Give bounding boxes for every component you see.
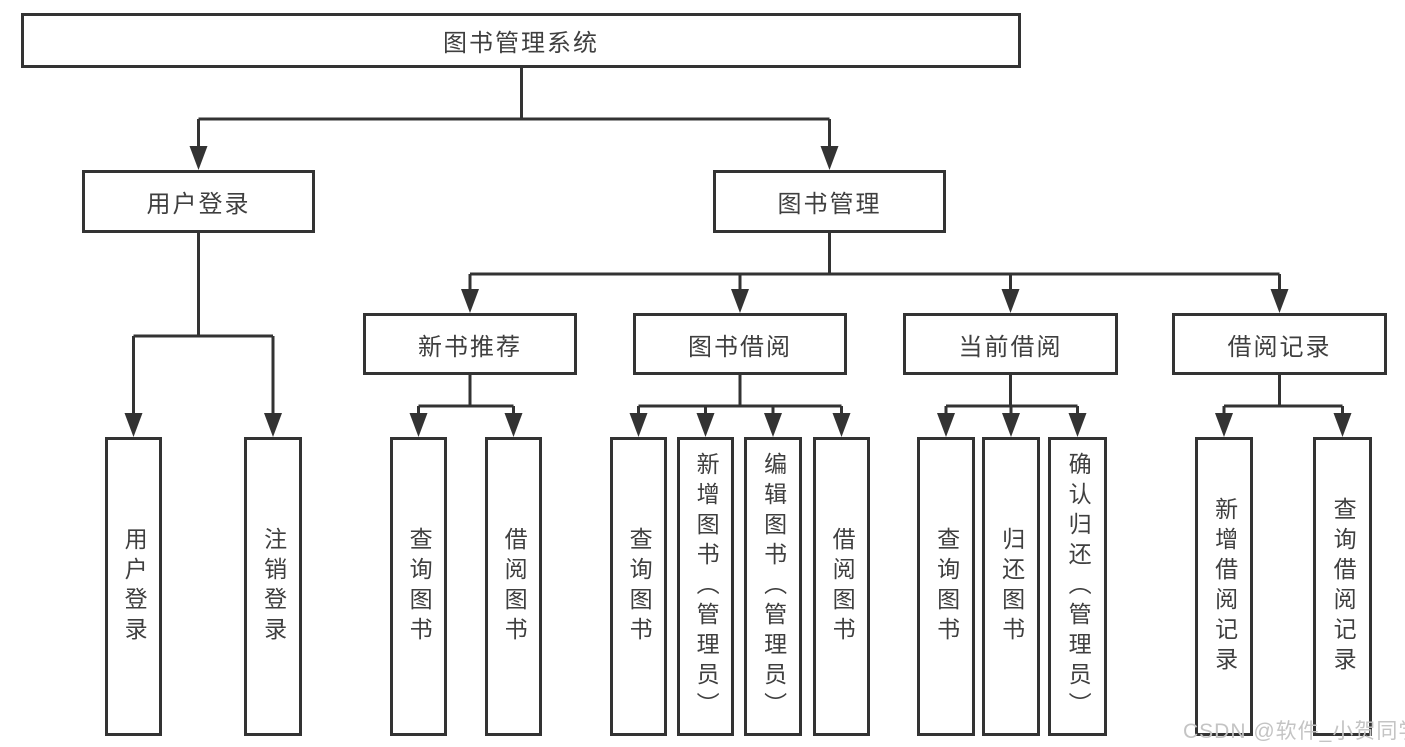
arrowhead-add-book-admin bbox=[696, 413, 715, 437]
connector-new-book-recommend bbox=[417, 375, 515, 416]
connector-borrow-records bbox=[1222, 375, 1344, 416]
arrowhead-book-management bbox=[820, 146, 839, 170]
arrowhead-return-books bbox=[1002, 413, 1020, 437]
arrowhead-query-borrow-record bbox=[1333, 413, 1352, 437]
arrowhead-borrow-records bbox=[1270, 289, 1289, 313]
leaf-return-books-label: 归还图书 bbox=[998, 526, 1025, 647]
leaf-query-borrow-record-label: 查询借阅记录 bbox=[1330, 496, 1357, 677]
connector-root bbox=[197, 68, 831, 150]
arrowhead-query-books-1 bbox=[409, 413, 428, 437]
arrowhead-borrow-books-1 bbox=[504, 413, 523, 437]
arrowhead-leaf-user-login bbox=[124, 413, 143, 437]
arrowhead-query-books-3 bbox=[937, 413, 955, 437]
arrowhead-book-borrow bbox=[731, 289, 749, 313]
leaf-return-books: 归还图书 bbox=[982, 437, 1040, 736]
node-current-borrow: 当前借阅 bbox=[903, 313, 1118, 375]
node-borrow-records: 借阅记录 bbox=[1172, 313, 1387, 375]
node-book-borrow: 图书借阅 bbox=[633, 313, 847, 375]
arrowhead-borrow-books-2 bbox=[832, 413, 851, 437]
node-root-label: 图书管理系统 bbox=[443, 30, 599, 57]
arrowhead-current-borrow bbox=[1001, 289, 1020, 313]
node-borrow-records-label: 借阅记录 bbox=[1227, 333, 1332, 361]
leaf-edit-book-admin-label: 编辑图书（管理员） bbox=[760, 451, 787, 722]
arrowhead-edit-book-admin bbox=[764, 413, 782, 437]
node-current-borrow-label: 当前借阅 bbox=[958, 333, 1063, 361]
node-root: 图书管理系统 bbox=[21, 13, 1021, 68]
leaf-add-book-admin-label: 新增图书（管理员） bbox=[693, 451, 720, 722]
arrowhead-leaf-logout bbox=[264, 413, 282, 437]
node-user-login-label: 用户登录 bbox=[146, 191, 251, 218]
node-book-management-label: 图书管理 bbox=[777, 191, 882, 218]
csdn-watermark: CSDN @软件_小贺同学 bbox=[1183, 720, 1405, 743]
arrowhead-confirm-return-admin bbox=[1068, 413, 1087, 437]
leaf-add-book-admin: 新增图书（管理员） bbox=[677, 437, 734, 736]
leaf-add-borrow-record: 新增借阅记录 bbox=[1195, 437, 1253, 736]
leaf-edit-book-admin: 编辑图书（管理员） bbox=[744, 437, 802, 736]
node-new-book-recommend-label: 新书推荐 bbox=[418, 333, 522, 361]
connector-user-login bbox=[132, 233, 275, 416]
leaf-add-borrow-record-label: 新增借阅记录 bbox=[1211, 496, 1238, 677]
node-user-login: 用户登录 bbox=[82, 170, 315, 233]
arrowhead-user-login bbox=[189, 146, 208, 170]
connector-book-borrow bbox=[637, 375, 843, 416]
leaf-query-books-3-label: 查询图书 bbox=[933, 526, 960, 647]
leaf-logout-label: 注销登录 bbox=[260, 526, 287, 647]
node-book-management: 图书管理 bbox=[713, 170, 946, 233]
leaf-query-borrow-record: 查询借阅记录 bbox=[1313, 437, 1372, 736]
leaf-borrow-books-2-label: 借阅图书 bbox=[829, 526, 856, 647]
leaf-confirm-return-admin-label: 确认归还（管理员） bbox=[1065, 451, 1092, 722]
leaf-user-login: 用户登录 bbox=[105, 437, 162, 736]
leaf-query-books-2: 查询图书 bbox=[610, 437, 667, 736]
leaf-query-books-1: 查询图书 bbox=[390, 437, 447, 736]
leaf-borrow-books-1: 借阅图书 bbox=[485, 437, 542, 736]
arrowhead-new-book-recommend bbox=[461, 289, 479, 313]
arrowhead-add-borrow-record bbox=[1215, 413, 1233, 437]
leaf-confirm-return-admin: 确认归还（管理员） bbox=[1048, 437, 1107, 736]
leaf-query-books-2-label: 查询图书 bbox=[626, 526, 653, 647]
leaf-user-login-label: 用户登录 bbox=[121, 526, 148, 647]
connector-book-management bbox=[468, 233, 1281, 292]
node-book-borrow-label: 图书借阅 bbox=[688, 333, 792, 361]
leaf-query-books-3: 查询图书 bbox=[917, 437, 975, 736]
leaf-query-books-1-label: 查询图书 bbox=[406, 526, 433, 647]
arrowhead-query-books-2 bbox=[629, 413, 648, 437]
leaf-logout: 注销登录 bbox=[244, 437, 302, 736]
leaf-borrow-books-2: 借阅图书 bbox=[813, 437, 870, 736]
node-new-book-recommend: 新书推荐 bbox=[363, 313, 577, 375]
connector-current-borrow bbox=[944, 375, 1079, 416]
leaf-borrow-books-1-label: 借阅图书 bbox=[501, 526, 528, 647]
